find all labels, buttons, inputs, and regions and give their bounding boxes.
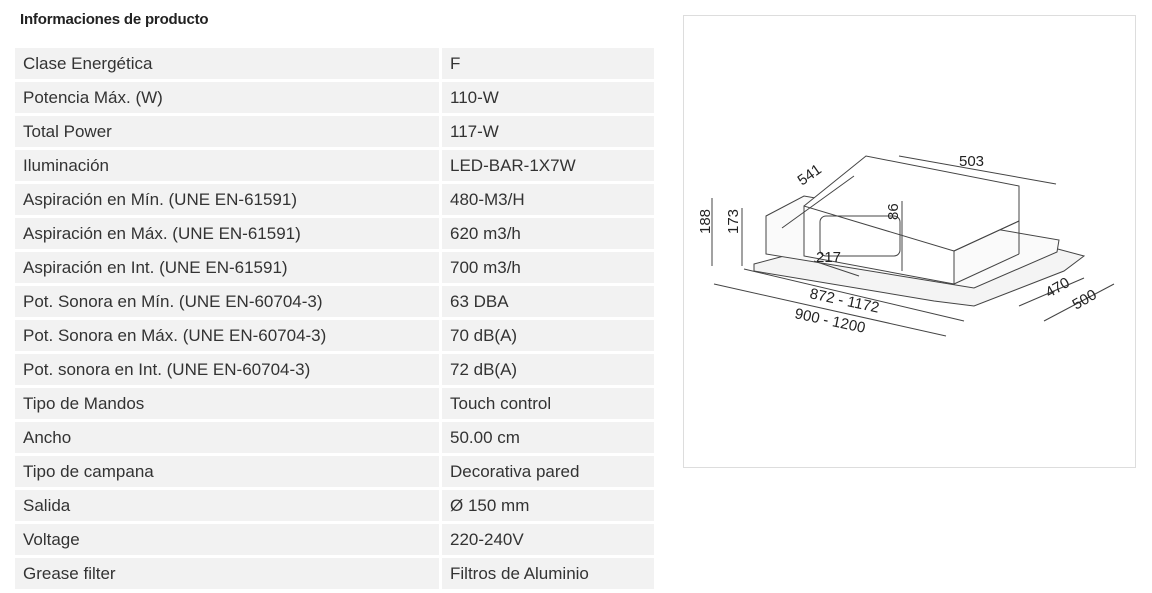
spec-label: Aspiración en Máx. (UNE EN-61591) [15, 218, 439, 249]
spec-value: 110-W [442, 82, 654, 113]
spec-label: Aspiración en Int. (UNE EN-61591) [15, 252, 439, 283]
dim-188: 188 [697, 209, 714, 234]
spec-label: Grease filter [15, 558, 439, 589]
dim-217: 217 [816, 249, 841, 266]
spec-label: Pot. Sonora en Mín. (UNE EN-60704-3) [15, 286, 439, 317]
spec-value: 63 DBA [442, 286, 654, 317]
spec-row: Aspiración en Máx. (UNE EN-61591)620 m3/… [15, 218, 654, 249]
spec-value: Touch control [442, 388, 654, 419]
spec-label: Potencia Máx. (W) [15, 82, 439, 113]
spec-value: 220-240V [442, 524, 654, 555]
spec-label: Aspiración en Mín. (UNE EN-61591) [15, 184, 439, 215]
dimension-drawing-svg: 503 541 188 173 86 217 872 - 1172 900 - … [697, 153, 1115, 337]
spec-row: Pot. sonora en Int. (UNE EN-60704-3)72 d… [15, 354, 654, 385]
spec-label: Ancho [15, 422, 439, 453]
spec-label: Pot. sonora en Int. (UNE EN-60704-3) [15, 354, 439, 385]
spec-label: Iluminación [15, 150, 439, 181]
spec-value: LED-BAR-1X7W [442, 150, 654, 181]
spec-value: 480-M3/H [442, 184, 654, 215]
dim-173: 173 [725, 209, 742, 234]
spec-value: 70 dB(A) [442, 320, 654, 351]
dim-500: 500 [1070, 286, 1100, 313]
spec-row: Potencia Máx. (W)110-W [15, 82, 654, 113]
spec-row: Pot. Sonora en Máx. (UNE EN-60704-3)70 d… [15, 320, 654, 351]
dim-86: 86 [885, 203, 902, 220]
dim-503: 503 [959, 153, 984, 170]
spec-value: Decorativa pared [442, 456, 654, 487]
dim-470: 470 [1043, 274, 1073, 301]
spec-label: Pot. Sonora en Máx. (UNE EN-60704-3) [15, 320, 439, 351]
spec-value: Ø 150 mm [442, 490, 654, 521]
spec-label: Total Power [15, 116, 439, 147]
spec-value: Filtros de Aluminio [442, 558, 654, 589]
spec-label: Voltage [15, 524, 439, 555]
spec-value: 620 m3/h [442, 218, 654, 249]
spec-label: Tipo de campana [15, 456, 439, 487]
spec-value: 50.00 cm [442, 422, 654, 453]
spec-label: Tipo de Mandos [15, 388, 439, 419]
spec-row: Aspiración en Mín. (UNE EN-61591)480-M3/… [15, 184, 654, 215]
spec-value: 700 m3/h [442, 252, 654, 283]
spec-row: Aspiración en Int. (UNE EN-61591)700 m3/… [15, 252, 654, 283]
spec-value: F [442, 48, 654, 79]
product-dimension-drawing[interactable]: 503 541 188 173 86 217 872 - 1172 900 - … [683, 15, 1136, 468]
spec-label: Salida [15, 490, 439, 521]
spec-row: Pot. Sonora en Mín. (UNE EN-60704-3)63 D… [15, 286, 654, 317]
section-title: Informaciones de producto [20, 11, 209, 28]
spec-value: 72 dB(A) [442, 354, 654, 385]
dim-541: 541 [795, 161, 825, 189]
spec-label: Clase Energética [15, 48, 439, 79]
spec-value: 117-W [442, 116, 654, 147]
